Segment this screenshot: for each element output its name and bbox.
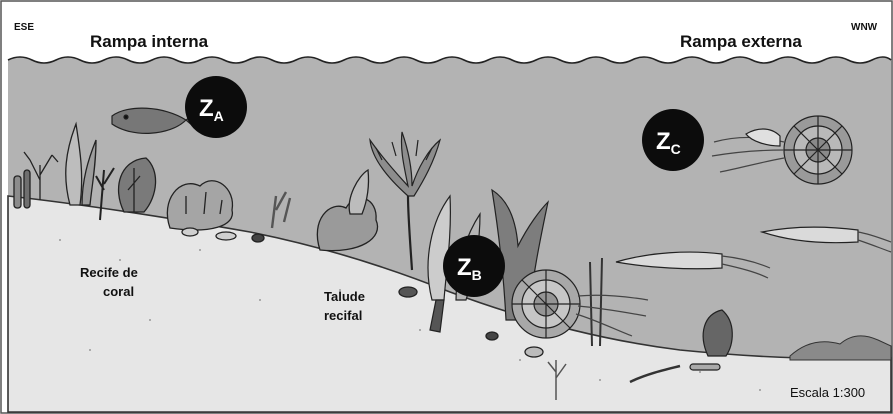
outer-ramp-title: Rampa externa bbox=[680, 32, 802, 51]
coral-reef-label-line2: coral bbox=[103, 284, 134, 299]
zone-b-letter: Z bbox=[457, 254, 472, 281]
zone-marker-c: ZC bbox=[642, 109, 704, 171]
zone-c-subscript: C bbox=[671, 141, 681, 157]
zone-a-letter: Z bbox=[199, 95, 214, 122]
zone-marker-a: ZA bbox=[185, 76, 247, 138]
zone-a-subscript: A bbox=[214, 108, 224, 124]
reef-slope-label-line1: Talude bbox=[324, 289, 365, 304]
scale-label: Escala 1:300 bbox=[790, 385, 865, 400]
reef-slope-label-line2: recifal bbox=[324, 308, 362, 323]
zone-c-letter: Z bbox=[656, 128, 671, 155]
inner-ramp-title: Rampa interna bbox=[90, 32, 209, 51]
zone-marker-b: ZB bbox=[443, 235, 505, 297]
direction-left-label: ESE bbox=[14, 22, 34, 33]
coral-reef-label-line1: Recife de bbox=[80, 265, 138, 280]
direction-right-label: WNW bbox=[851, 22, 878, 33]
zone-b-subscript: B bbox=[472, 267, 482, 283]
